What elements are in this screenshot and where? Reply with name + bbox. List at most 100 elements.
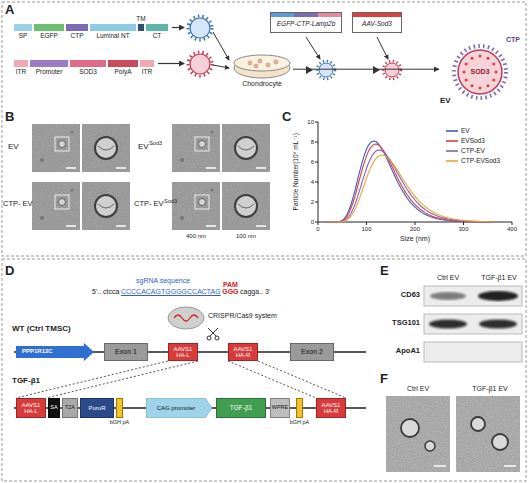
artwork-part <box>234 55 290 71</box>
protein-label: CD63 <box>401 291 420 300</box>
connector <box>293 69 439 70</box>
artwork-part <box>16 343 94 361</box>
artwork-part <box>146 398 212 418</box>
dish-label: Chondrocyte <box>242 80 282 88</box>
tick-label: 0 <box>316 226 319 233</box>
artwork-part <box>434 465 446 467</box>
construct-segment: EGFP <box>34 24 64 40</box>
artwork-part <box>512 222 513 225</box>
artwork-part <box>59 199 66 206</box>
artwork-part <box>2 259 526 481</box>
artwork-part <box>492 79 495 82</box>
artwork-part <box>206 167 216 169</box>
artwork-part <box>180 158 184 162</box>
artwork-part <box>40 216 44 220</box>
artwork-part <box>317 61 335 79</box>
artwork-part <box>256 225 266 227</box>
artwork-part <box>82 124 130 172</box>
artwork-part <box>479 320 517 329</box>
artwork-part <box>190 18 210 38</box>
artwork-part <box>158 63 184 64</box>
homology-arm: AAVS1 HA-L <box>16 398 46 418</box>
element-label: CAG promoter <box>157 405 196 411</box>
vesicle-label: EV <box>440 96 451 106</box>
panel-letter: D <box>5 264 14 279</box>
artwork-part <box>306 37 320 59</box>
segment-bar <box>108 60 138 67</box>
segment-label: Promoter <box>36 68 63 76</box>
artwork-part <box>315 122 318 123</box>
artwork-part <box>446 130 458 132</box>
artwork-part <box>199 141 206 148</box>
artwork-part <box>315 142 318 143</box>
construct-segment: ITR <box>140 60 154 76</box>
artwork-part <box>32 124 80 172</box>
distribution-curve <box>328 144 493 222</box>
artwork-part <box>71 189 74 192</box>
artwork-part <box>315 182 318 183</box>
artwork-part <box>180 216 184 220</box>
legend-swatch <box>446 148 458 154</box>
segment-bar <box>34 24 64 31</box>
plasmid-segment <box>271 13 294 17</box>
artwork-part <box>207 336 211 340</box>
artwork-part <box>215 336 219 340</box>
tick-label: 300 <box>458 226 468 233</box>
artwork-part <box>258 59 262 63</box>
plasmid-box: EGFP-CTP-Lamp2b <box>270 12 342 33</box>
artwork-part <box>465 79 468 82</box>
artwork-part <box>446 160 458 162</box>
exon-box: Exon 1 <box>104 343 148 361</box>
artwork-part <box>479 87 482 90</box>
construct-element: PuroR <box>80 398 114 418</box>
sequence-text: CCCCACAGTGGGGCCACTAG <box>121 288 221 296</box>
tick-label: 100 <box>361 226 371 233</box>
sequence-caption: sgRNA sequence <box>136 277 190 285</box>
legend-text: CTP-EVSod3 <box>461 157 500 165</box>
segment-label: CT <box>153 32 162 40</box>
artwork-part <box>463 71 466 74</box>
artwork-part <box>172 124 220 172</box>
artwork-part <box>59 141 66 148</box>
exon-box: Exon 2 <box>290 343 334 361</box>
artwork-part <box>188 52 212 76</box>
homology-arm: AAVS1 HA-R <box>228 343 258 361</box>
lane-label: TGF-β1 EV <box>481 274 517 282</box>
construct-segment: PolyA <box>108 60 138 76</box>
image-label: EV <box>8 142 19 151</box>
artwork-part <box>213 65 229 68</box>
artwork-part <box>373 66 380 74</box>
artwork-part <box>458 50 502 94</box>
legend-swatch <box>446 158 458 164</box>
image-label: EV <box>138 142 149 151</box>
segment-label: TM <box>136 14 145 24</box>
homology-arm: AAVS1 HA-R <box>316 398 346 418</box>
plasmid-box: AAV-Sod3 <box>352 12 402 33</box>
tick-label: 400 <box>507 226 517 233</box>
artwork-part <box>328 141 493 222</box>
artwork-part <box>254 64 258 68</box>
legend-text: EVSod3 <box>461 137 485 145</box>
artwork-part <box>172 27 184 28</box>
tick-label: 10 <box>307 119 314 126</box>
artwork-part <box>32 124 80 172</box>
construct-segment: SP <box>14 24 32 40</box>
plasmid-strip <box>271 13 341 17</box>
segment-label: Luminal NT <box>96 32 129 40</box>
artwork-part <box>425 441 435 451</box>
image-label: CTP- EV <box>3 200 33 209</box>
construct-segment: CTP <box>66 24 88 40</box>
artwork-part <box>318 122 319 222</box>
artwork-part <box>319 63 333 77</box>
image-label: Ctrl EV <box>407 385 429 393</box>
scale-label: 400 nm <box>186 233 206 240</box>
construct-segment: SOD3 <box>70 60 106 76</box>
artwork-part <box>213 32 229 60</box>
segment-bar <box>90 24 136 31</box>
artwork-part <box>82 182 130 230</box>
legend-row: CTP-EV <box>446 146 485 155</box>
artwork-part <box>315 122 512 225</box>
artwork-part <box>199 199 206 206</box>
